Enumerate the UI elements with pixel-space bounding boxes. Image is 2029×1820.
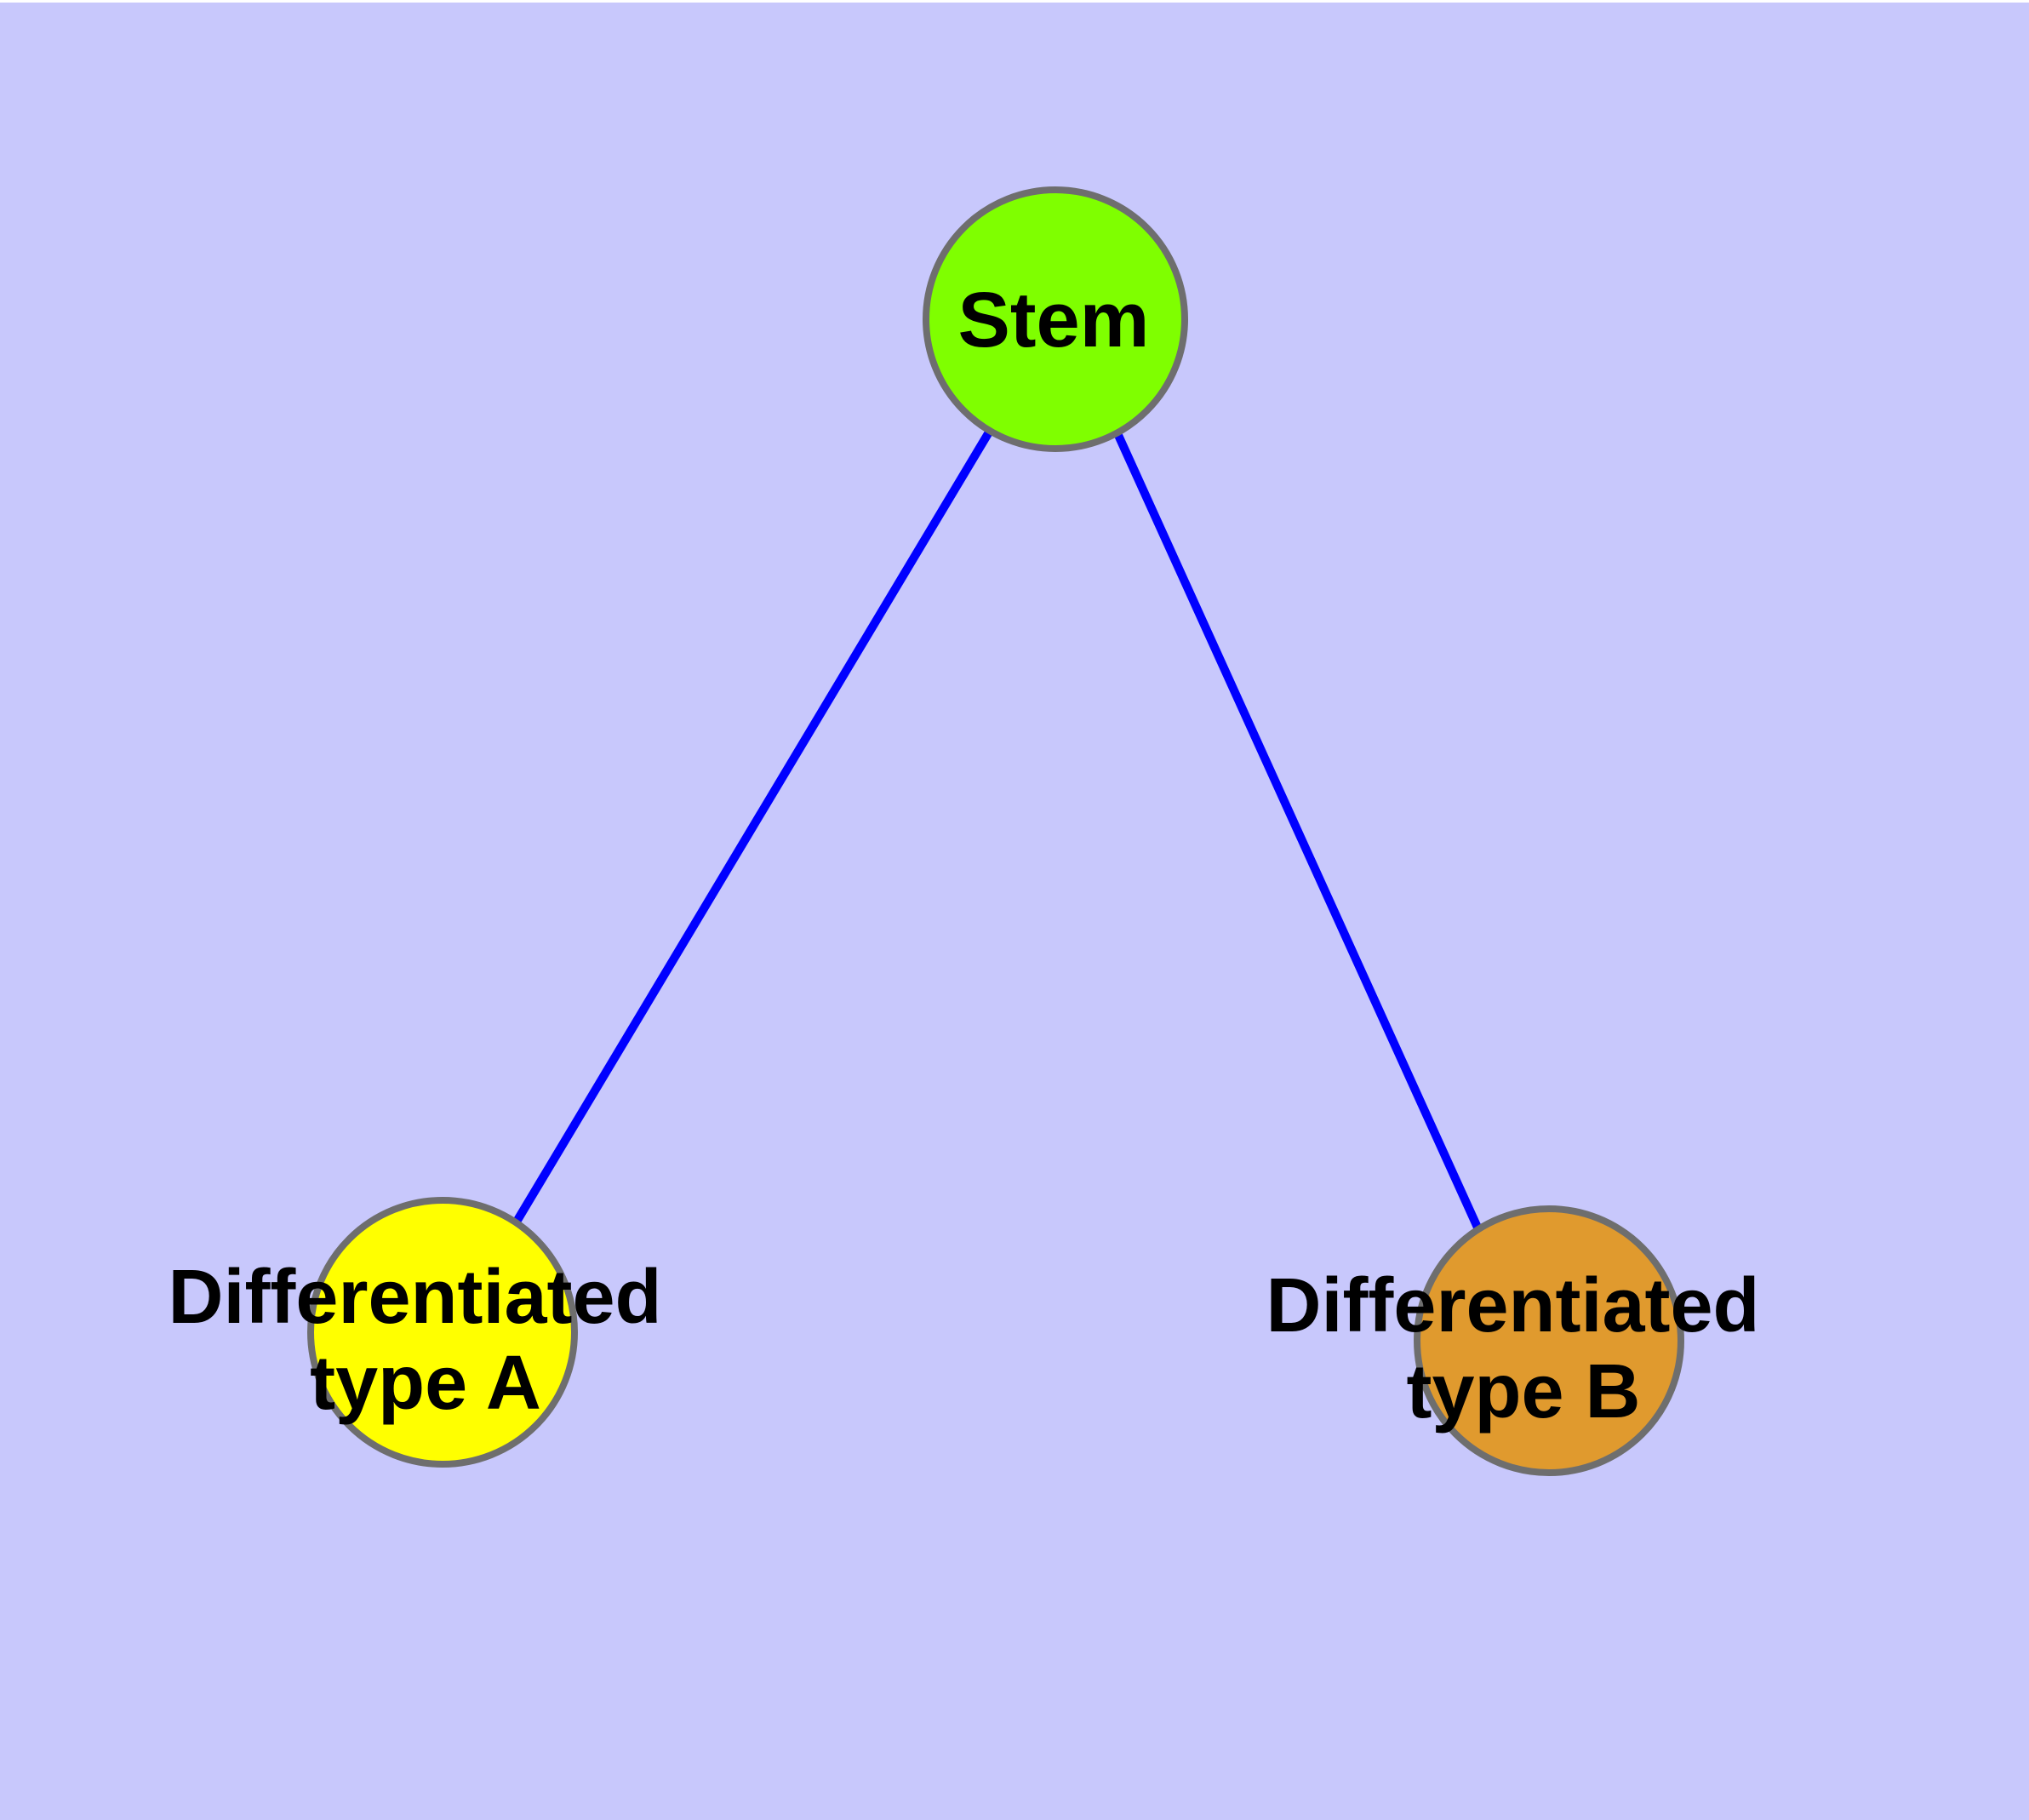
node-diff-a-label-line-1: Differentiated bbox=[168, 1255, 661, 1340]
edge-layer bbox=[510, 428, 1483, 1232]
node-diff-b-label-line-2: type B bbox=[1406, 1349, 1640, 1434]
node-diff-a[interactable] bbox=[307, 1197, 578, 1468]
node-diff-b[interactable] bbox=[1414, 1205, 1684, 1476]
node-stem-label: Stem bbox=[958, 277, 1150, 363]
label-layer: Stem Differentiated type A Differentiate… bbox=[168, 277, 1780, 1434]
edge-stem-to-diff-a[interactable] bbox=[510, 428, 994, 1228]
node-diff-a-label-line-2: type A bbox=[310, 1341, 541, 1426]
node-stem[interactable] bbox=[923, 186, 1188, 452]
node-diff-b-label-line-1: Differentiated bbox=[1266, 1263, 1759, 1348]
edge-stem-to-diff-b[interactable] bbox=[1113, 431, 1483, 1232]
node-diff-a-label: Differentiated type A bbox=[168, 1255, 683, 1426]
node-diff-b-circle[interactable] bbox=[1414, 1205, 1684, 1476]
node-layer bbox=[307, 186, 1684, 1476]
node-stem-circle[interactable] bbox=[923, 186, 1188, 452]
node-diff-b-label: Differentiated type B bbox=[1266, 1263, 1780, 1434]
node-diff-a-circle[interactable] bbox=[307, 1197, 578, 1468]
node-stem-label-line-1: Stem bbox=[958, 277, 1150, 363]
